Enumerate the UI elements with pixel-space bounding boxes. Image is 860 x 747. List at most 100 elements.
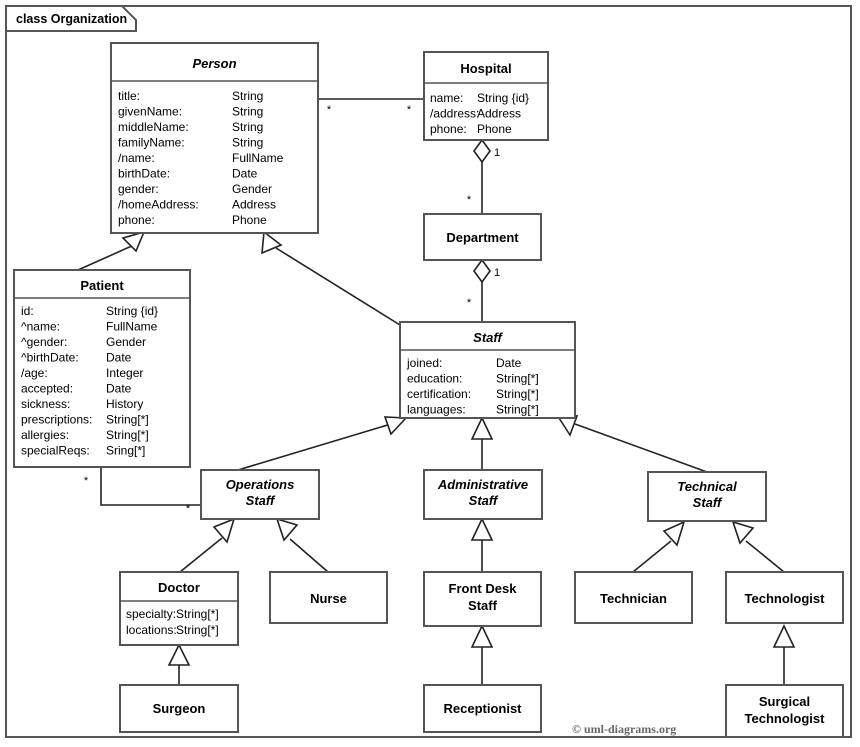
class-patient-attr-name: ^gender: — [21, 335, 67, 349]
multiplicity-department-staff-part: * — [467, 297, 472, 309]
class-staff-name: Staff — [473, 330, 503, 345]
class-patient-name: Patient — [80, 278, 124, 293]
class-patient-attr-type: String[*] — [106, 428, 149, 442]
class-technician[interactable]: Technician — [574, 571, 693, 624]
class-person-attr-type: String — [232, 105, 263, 119]
class-doctor[interactable]: Doctor specialty: String[*] locations: S… — [119, 571, 239, 646]
generalization-arrow-operations-staff — [383, 416, 408, 436]
link-patient-operations-staff — [100, 467, 201, 506]
class-operations-staff[interactable]: Operations Staff — [200, 469, 320, 520]
class-staff-attr-type: String[*] — [496, 387, 539, 401]
class-administrative-staff-name-line1: Administrative — [437, 477, 528, 492]
class-person-attr-type: String — [232, 136, 263, 150]
class-patient-attr-name: accepted: — [21, 382, 73, 396]
link-staff-person — [275, 247, 401, 326]
class-patient-attr-name: sickness: — [21, 397, 70, 411]
class-person-attr-name: familyName: — [118, 136, 185, 150]
class-person-attr-name: title: — [118, 89, 140, 103]
class-hospital[interactable]: Hospital name: String {id} /address: Add… — [423, 51, 549, 141]
class-patient-attr-type: Sring[*] — [106, 444, 145, 458]
class-person-attr-type: FullName — [232, 151, 284, 165]
link-doctor-operations-staff — [179, 537, 223, 573]
link-technician-technical-staff — [632, 540, 672, 573]
class-staff[interactable]: Staff joined: Date education: String[*] … — [399, 321, 576, 419]
multiplicity-hospital-department-whole: 1 — [494, 147, 500, 159]
class-hospital-attr-name: phone: — [430, 122, 467, 136]
generalization-arrow-receptionist — [470, 624, 494, 648]
class-surgeon[interactable]: Surgeon — [119, 684, 239, 733]
class-technologist[interactable]: Technologist — [725, 571, 844, 624]
class-patient-attr-type: String[*] — [106, 413, 149, 427]
aggregation-diamond-hospital — [473, 138, 491, 164]
class-receptionist[interactable]: Receptionist — [423, 684, 542, 733]
class-patient-attr-name: id: — [21, 304, 34, 318]
class-patient-attr-type: Integer — [106, 366, 143, 380]
class-surgical-technologist-name-line2: Technologist — [745, 711, 826, 726]
copyright-notice: © uml-diagrams.org — [572, 722, 676, 736]
class-patient-attr-name: prescriptions: — [21, 413, 92, 427]
class-operations-staff-name-line1: Operations — [226, 477, 295, 492]
multiplicity-person-hospital-target: * — [407, 104, 412, 116]
class-person-attr-type: Gender — [232, 182, 272, 196]
multiplicity-patient-operations-target: * — [186, 503, 191, 515]
class-department[interactable]: Department — [423, 213, 542, 261]
multiplicity-person-hospital-source: * — [327, 104, 332, 116]
multiplicity-department-staff-whole: 1 — [494, 267, 500, 279]
class-administrative-staff-name-line2: Staff — [469, 493, 499, 508]
class-person-attr-type: String — [232, 120, 263, 134]
class-person-attr-type: Phone — [232, 213, 267, 227]
class-person-attr-name: middleName: — [118, 120, 189, 134]
class-administrative-staff[interactable]: Administrative Staff — [423, 469, 543, 520]
generalization-arrow-surgeon — [167, 643, 191, 666]
link-technical-staff-staff — [574, 423, 708, 473]
class-receptionist-name: Receptionist — [443, 701, 522, 716]
class-person-name: Person — [192, 56, 236, 71]
class-staff-attr-name: certification: — [407, 387, 471, 401]
class-doctor-attr-type: String[*] — [176, 607, 219, 621]
class-staff-attr-name: joined: — [406, 356, 442, 370]
class-person-attr-name: /name: — [118, 151, 155, 165]
class-front-desk-staff-name-line1: Front Desk — [449, 581, 518, 596]
class-person[interactable]: Person title: String givenName: String m… — [110, 42, 319, 234]
class-surgical-technologist[interactable]: Surgical Technologist — [725, 684, 844, 738]
class-person-attr-name: gender: — [118, 182, 159, 196]
class-person-attr-name: givenName: — [118, 105, 182, 119]
class-person-attr-name: birthDate: — [118, 167, 170, 181]
generalization-arrow-technologist — [731, 520, 755, 545]
class-front-desk-staff[interactable]: Front Desk Staff — [423, 571, 542, 627]
diagram-frame-label: class Organization — [16, 12, 127, 26]
class-patient-attr-name: ^name: — [21, 320, 60, 334]
class-patient-attr-name: allergies: — [21, 428, 69, 442]
class-patient-attr-name: specialReqs: — [21, 444, 90, 458]
class-hospital-attr-name: name: — [430, 91, 463, 105]
class-person-attr-name: /homeAddress: — [118, 198, 199, 212]
class-doctor-name: Doctor — [158, 580, 200, 595]
class-hospital-attr-type: Address — [477, 107, 521, 121]
class-technical-staff-name-line2: Staff — [693, 495, 723, 510]
class-person-attr-type: String — [232, 89, 263, 103]
class-surgical-technologist-name-line1: Surgical — [759, 694, 810, 709]
aggregation-diamond-department — [473, 258, 491, 284]
class-technician-name: Technician — [600, 591, 667, 606]
class-person-attr-name: phone: — [118, 213, 155, 227]
class-nurse[interactable]: Nurse — [269, 571, 388, 624]
class-technical-staff[interactable]: Technical Staff — [647, 471, 767, 522]
link-nurse-operations-staff — [289, 538, 329, 573]
class-staff-attr-type: String[*] — [496, 372, 539, 386]
class-hospital-attr-name: /address: — [430, 107, 479, 121]
class-department-name: Department — [446, 230, 519, 245]
link-patient-person — [77, 244, 135, 271]
multiplicity-patient-operations-source: * — [84, 475, 89, 487]
generalization-arrow-technician — [662, 520, 686, 547]
link-technologist-technical-staff — [745, 540, 785, 573]
link-operations-staff-staff — [237, 423, 392, 471]
class-staff-attr-name: education: — [407, 372, 462, 386]
class-surgeon-name: Surgeon — [153, 701, 206, 716]
generalization-arrow-administrative-staff — [470, 416, 494, 440]
class-technical-staff-name-line1: Technical — [677, 479, 737, 494]
generalization-arrow-staff-person — [261, 230, 283, 255]
multiplicity-hospital-department-part: * — [467, 194, 472, 206]
class-patient[interactable]: Patient id: String {id} ^name: FullName … — [13, 269, 191, 468]
class-staff-attr-name: languages: — [407, 403, 466, 417]
